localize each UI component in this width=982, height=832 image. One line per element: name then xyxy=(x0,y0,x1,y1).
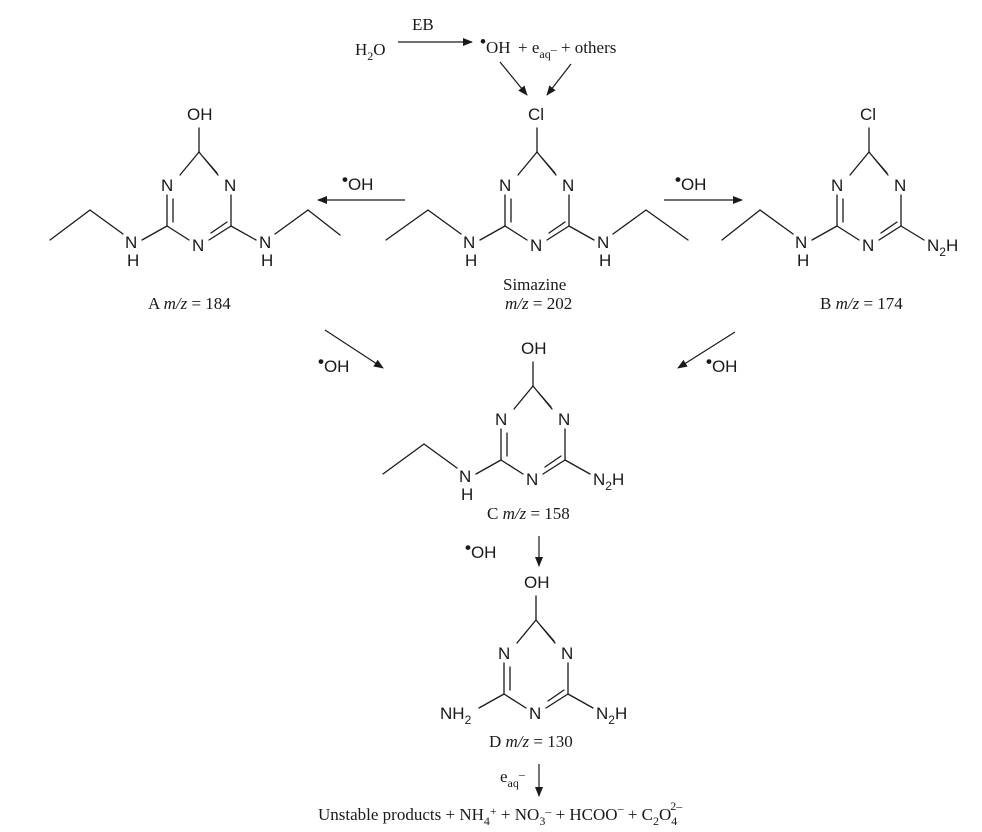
A-oh: OH xyxy=(187,105,213,124)
simazine-n5: N xyxy=(530,236,542,255)
water-formula: H2O xyxy=(355,40,386,63)
simazine-nh-right-h: H xyxy=(599,251,611,270)
C-n3: N xyxy=(558,410,570,429)
oh-label-to-A: •OH xyxy=(342,170,373,194)
simazine-cl: Cl xyxy=(528,105,544,124)
A-nh-right-n: N xyxy=(259,233,271,252)
C-label: C m/z = 158 xyxy=(487,504,570,523)
D-n3: N xyxy=(561,644,573,663)
arrow-C-to-D-group: •OH xyxy=(465,536,543,567)
C-oh: OH xyxy=(521,339,547,358)
simazine-structure: Cl N N N N H N H Simazine m/z = 202 xyxy=(385,105,689,313)
simazine-nh-left-h: H xyxy=(465,251,477,270)
arrow-D-to-final-group: eaq– xyxy=(500,764,543,797)
product-B-structure: Cl N N N N H N2H B m/z = 174 xyxy=(721,105,958,313)
B-n1: N xyxy=(831,176,843,195)
arrow-B-to-C xyxy=(677,331,736,369)
C-n5: N xyxy=(526,470,538,489)
B-nh-n: N xyxy=(795,233,807,252)
D-label: D m/z = 130 xyxy=(489,732,573,751)
arrow-A-to-C xyxy=(324,329,384,369)
eb-label: EB xyxy=(412,15,434,34)
eaq-others-text: + eaq– + others xyxy=(518,38,616,61)
A-nh-right-h: H xyxy=(261,251,273,270)
product-D-structure: OH N N N NH2 N2H D m/z = 130 xyxy=(440,573,627,751)
product-A-structure: OH N N N N H N H A m/z = 184 xyxy=(49,105,341,313)
simazine-name: Simazine xyxy=(503,275,566,294)
B-label: B m/z = 174 xyxy=(820,294,903,313)
B-n5: N xyxy=(862,236,874,255)
converging-arrows: •OH •OH xyxy=(318,329,737,376)
D-n5: N xyxy=(529,704,541,723)
oh-label-B-to-C: •OH xyxy=(706,352,737,376)
A-n3: N xyxy=(224,176,236,195)
simazine-n3: N xyxy=(562,176,574,195)
final-products: Unstable products + NH4+ + NO3– + HCOO– … xyxy=(318,799,683,828)
eaq-to-simazine-arrow xyxy=(546,63,572,96)
D-n1: N xyxy=(498,644,510,663)
D-oh: OH xyxy=(524,573,550,592)
eaq-label-D: eaq– xyxy=(500,767,526,790)
A-nh-left-n: N xyxy=(125,233,137,252)
product-C-structure: OH N N N N H N2H C m/z = 158 xyxy=(382,339,624,523)
B-nh2: N2H xyxy=(927,236,958,259)
C-nh-n: N xyxy=(459,467,471,486)
A-n1: N xyxy=(161,176,173,195)
B-nh-h: H xyxy=(797,251,809,270)
oh-label-C-to-D: •OH xyxy=(465,538,496,562)
C-n1: N xyxy=(495,410,507,429)
hydroxyl-radical-top: •OH xyxy=(480,32,511,57)
oh-to-simazine-arrow xyxy=(499,61,528,96)
oh-label-to-B: •OH xyxy=(675,170,706,194)
B-cl: Cl xyxy=(860,105,876,124)
side-arrows: •OH •OH xyxy=(317,170,743,204)
simazine-mz: m/z = 202 xyxy=(505,294,572,313)
B-n3: N xyxy=(894,176,906,195)
simazine-nh-left-n: N xyxy=(463,233,475,252)
D-nh2-right: N2H xyxy=(596,704,627,727)
D-nh2-left: NH2 xyxy=(440,704,472,727)
oh-label-A-to-C: •OH xyxy=(318,352,349,376)
A-label: A m/z = 184 xyxy=(148,294,231,313)
A-nh-left-h: H xyxy=(127,251,139,270)
water-radiolysis: H2O EB •OH + eaq– + others xyxy=(355,15,616,96)
simazine-nh-right-n: N xyxy=(597,233,609,252)
C-nh2: N2H xyxy=(593,470,624,493)
simazine-n1: N xyxy=(499,176,511,195)
A-n5: N xyxy=(192,236,204,255)
C-nh-h: H xyxy=(461,485,473,504)
